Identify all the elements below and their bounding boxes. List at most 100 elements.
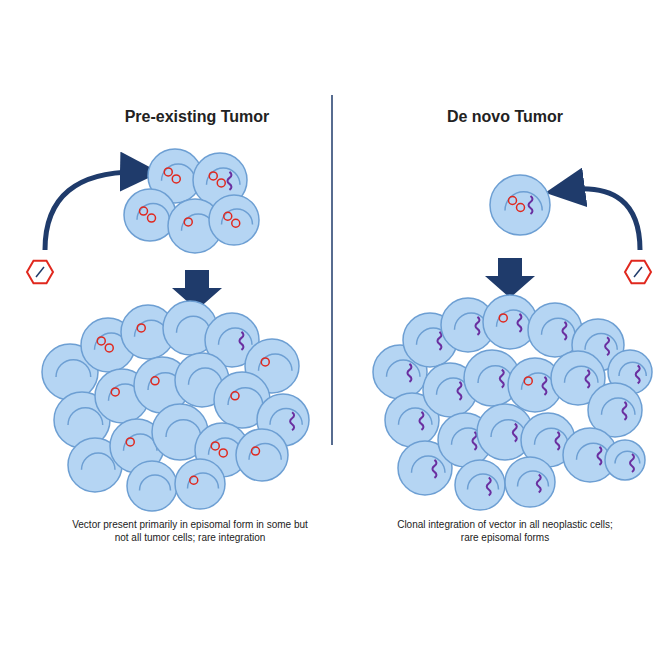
nucleus-outline bbox=[137, 204, 169, 220]
tumor-cell bbox=[490, 175, 550, 235]
episomal-vector bbox=[509, 197, 517, 205]
integrated-vector bbox=[622, 402, 626, 420]
nucleus-outline bbox=[188, 473, 219, 489]
integrated-vector bbox=[513, 424, 517, 442]
integrated-vector bbox=[472, 432, 476, 450]
tumor-cell bbox=[127, 461, 177, 511]
panel-title: Pre-existing Tumor bbox=[67, 108, 327, 126]
episomal-vector bbox=[105, 344, 113, 352]
episomal-vector bbox=[252, 447, 260, 455]
divider-line bbox=[331, 95, 333, 445]
nucleus-outline bbox=[162, 164, 195, 181]
episomal-vector bbox=[261, 358, 269, 366]
nucleus-outline bbox=[189, 368, 222, 385]
episomal-vector bbox=[190, 476, 198, 484]
integrated-vector bbox=[407, 364, 411, 382]
nucleus-outline bbox=[522, 373, 555, 390]
nucleus-outline bbox=[219, 328, 252, 345]
nucleus-outline bbox=[518, 471, 549, 487]
nucleus-outline bbox=[270, 409, 302, 425]
episomal-vector bbox=[140, 207, 148, 215]
nucleus-outline bbox=[177, 316, 210, 333]
nucleus-outline bbox=[166, 420, 201, 437]
integrated-vector bbox=[630, 454, 634, 472]
vector-particle bbox=[27, 261, 53, 284]
episomal-vector bbox=[209, 172, 217, 180]
nucleus-outline bbox=[222, 209, 253, 224]
integrated-vector bbox=[432, 460, 436, 478]
nucleus-outline bbox=[585, 334, 617, 350]
nucleus-outline bbox=[399, 408, 432, 425]
panel-caption: Clonal integration of vector in all neop… bbox=[390, 518, 620, 544]
tumor-cell bbox=[605, 440, 645, 480]
vector-genome bbox=[36, 267, 44, 277]
integrated-vector bbox=[597, 447, 601, 465]
integrated-vector bbox=[555, 432, 559, 450]
nucleus-outline bbox=[140, 475, 171, 491]
episomal-vector bbox=[232, 219, 240, 227]
nucleus-outline bbox=[68, 408, 103, 425]
nucleus-outline bbox=[249, 444, 281, 460]
episomal-vector bbox=[524, 377, 532, 385]
episomal-vector bbox=[164, 168, 172, 176]
tumor-cell bbox=[505, 457, 555, 507]
nucleus-outline bbox=[478, 366, 513, 383]
nucleus-outline bbox=[615, 451, 640, 463]
episomal-vector bbox=[137, 324, 145, 332]
integrated-vector bbox=[227, 172, 231, 190]
tumor-cell bbox=[175, 459, 225, 509]
episomal-vector bbox=[517, 204, 525, 212]
episomal-vector bbox=[111, 388, 119, 396]
integrated-vector bbox=[585, 370, 589, 388]
integrated-vector bbox=[500, 370, 504, 388]
nucleus-outline bbox=[602, 398, 635, 415]
panel-caption: Vector present primarily in episomal for… bbox=[65, 518, 315, 544]
episomal-vector bbox=[217, 179, 225, 187]
integrated-vector bbox=[537, 475, 541, 493]
nucleus-outline bbox=[82, 453, 115, 470]
episomal-vector bbox=[151, 377, 159, 385]
nucleus-outline bbox=[228, 388, 263, 405]
episomal-vector bbox=[224, 212, 232, 220]
integrated-vector bbox=[529, 196, 533, 214]
integrated-vector bbox=[605, 337, 609, 355]
nucleus-outline bbox=[535, 428, 568, 445]
integrated-vector bbox=[636, 365, 640, 383]
integrated-vector bbox=[562, 322, 566, 340]
nucleus-outline bbox=[619, 362, 646, 376]
integrated-vector bbox=[437, 332, 441, 350]
integrated-vector bbox=[517, 314, 521, 332]
curved-arrow bbox=[565, 189, 640, 250]
episomal-vector bbox=[499, 314, 507, 322]
nucleus-outline bbox=[207, 168, 240, 185]
nucleus-outline bbox=[412, 456, 445, 473]
integrated-vector bbox=[290, 412, 294, 430]
episomal-vector bbox=[231, 392, 239, 400]
panel-title: De novo Tumor bbox=[375, 108, 635, 126]
episomal-vector bbox=[172, 175, 180, 183]
nucleus-outline bbox=[56, 360, 91, 377]
vector-genome bbox=[634, 267, 642, 277]
nucleus-outline bbox=[491, 420, 526, 437]
tumor-cell bbox=[236, 429, 288, 481]
episomal-vector bbox=[97, 337, 105, 345]
nucleus-outline bbox=[259, 354, 292, 371]
integrated-vector bbox=[542, 377, 546, 395]
integrated-vector bbox=[457, 382, 461, 400]
episomal-vector bbox=[184, 218, 192, 226]
nucleus-outline bbox=[468, 474, 499, 490]
integrated-vector bbox=[487, 478, 491, 496]
vector-particle bbox=[625, 261, 651, 284]
nucleus-outline bbox=[542, 318, 575, 335]
nucleus-outline bbox=[497, 310, 530, 327]
down-arrow bbox=[485, 258, 535, 298]
integrated-vector bbox=[419, 412, 423, 430]
tumor-cell bbox=[455, 460, 505, 510]
tumor-cell bbox=[209, 195, 259, 245]
episomal-vector bbox=[211, 442, 219, 450]
tumor-cell bbox=[124, 189, 176, 241]
episomal-vector bbox=[148, 214, 156, 222]
nucleus-outline bbox=[505, 192, 542, 211]
